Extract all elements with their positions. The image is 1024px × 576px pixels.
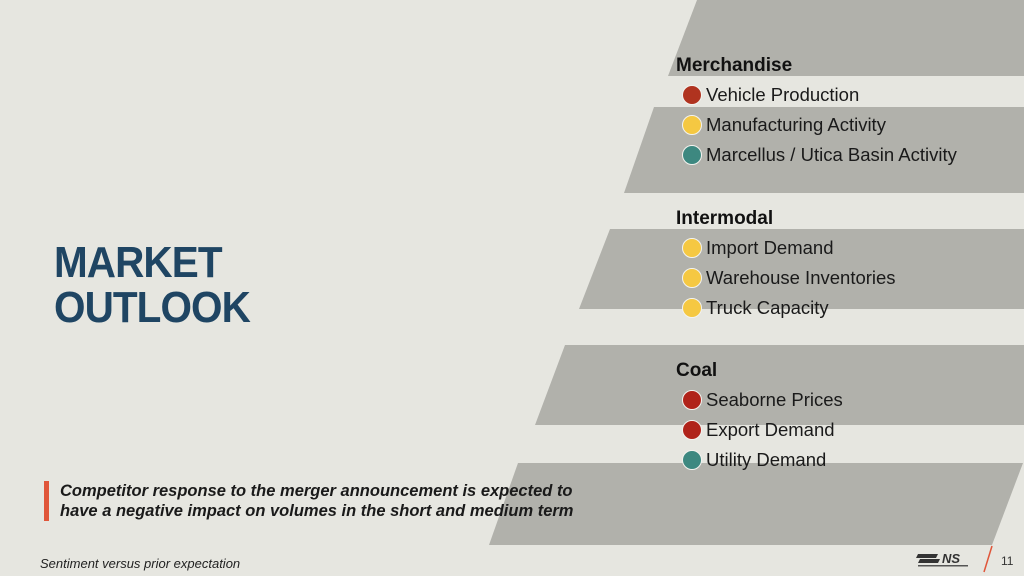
section-heading: Merchandise — [676, 55, 793, 76]
item-label: Seaborne Prices — [706, 389, 843, 410]
item-label: Warehouse Inventories — [706, 267, 896, 288]
svg-text:NS: NS — [942, 552, 960, 566]
list-item: Marcellus / Utica Basin Activity — [682, 140, 957, 170]
item-label: Utility Demand — [706, 449, 827, 470]
list-item: Truck Capacity — [682, 293, 896, 323]
item-label: Vehicle Production — [706, 84, 860, 105]
divider — [983, 545, 993, 573]
list-item: Warehouse Inventories — [682, 263, 896, 293]
page-number: 11 — [1001, 554, 1014, 568]
band — [535, 345, 1024, 425]
section-heading: Coal — [676, 360, 718, 381]
footnote: Sentiment versus prior expectation — [40, 556, 241, 571]
status-positive-icon — [682, 145, 702, 165]
item-label: Manufacturing Activity — [706, 114, 886, 135]
status-neutral-icon — [682, 268, 702, 288]
callout-line: have a negative impact on volumes in the… — [60, 502, 574, 520]
status-negative-icon — [682, 390, 702, 410]
section-heading: Intermodal — [676, 208, 774, 229]
title-line: OUTLOOK — [54, 283, 251, 332]
status-positive-icon — [682, 450, 702, 470]
list-item: Vehicle Production — [682, 80, 957, 110]
status-neutral-icon — [682, 115, 702, 135]
status-neutral-icon — [682, 238, 702, 258]
band — [624, 107, 1024, 193]
list-item: Seaborne Prices — [682, 385, 843, 415]
list-item: Export Demand — [682, 415, 843, 445]
list-item: Manufacturing Activity — [682, 110, 957, 140]
band — [489, 463, 1023, 545]
page-title: MARKET OUTLOOK — [54, 238, 251, 332]
title-line: MARKET — [54, 238, 223, 287]
callout: Competitor response to the merger announ… — [44, 481, 573, 521]
item-label: Marcellus / Utica Basin Activity — [706, 144, 957, 165]
item-label: Export Demand — [706, 419, 835, 440]
item-label: Truck Capacity — [706, 297, 829, 318]
norfolk-southern-logo: NS — [916, 551, 972, 573]
callout-line: Competitor response to the merger announ… — [60, 482, 573, 500]
item-label: Import Demand — [706, 237, 834, 258]
band — [668, 0, 1024, 76]
status-negative-icon — [682, 85, 702, 105]
list-item: Utility Demand — [682, 445, 843, 475]
status-negative-icon — [682, 420, 702, 440]
list-item: Import Demand — [682, 233, 896, 263]
status-neutral-icon — [682, 298, 702, 318]
